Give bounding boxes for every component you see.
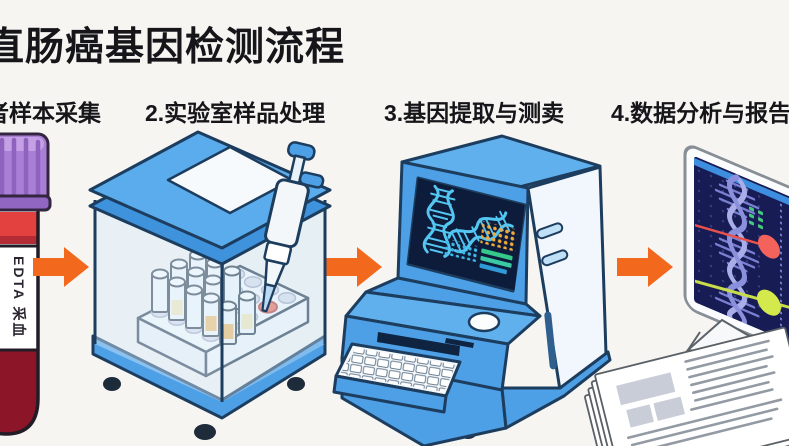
tube-outline bbox=[0, 204, 40, 436]
tube-label-text: EDTA 采血 bbox=[11, 256, 27, 338]
monitor-screen bbox=[694, 155, 789, 359]
chamber-foot bbox=[287, 377, 305, 391]
flow-arrow-2 bbox=[326, 247, 382, 287]
screen-bars bbox=[479, 248, 513, 275]
sample-tubes bbox=[151, 249, 256, 345]
step-4-label: 4.数据分析与报告 bbox=[611, 100, 789, 126]
step-2-label: 2.实验室样品处理 bbox=[145, 100, 326, 126]
step-1-label: 者样本采集 bbox=[0, 100, 101, 126]
orange-dot-matrix bbox=[480, 220, 518, 252]
pipette bbox=[261, 141, 325, 313]
power-button bbox=[467, 311, 501, 333]
chamber-foot bbox=[194, 424, 216, 440]
sequencer-screen-content bbox=[407, 178, 525, 291]
chamber-foot bbox=[103, 377, 121, 391]
red-variant-dot bbox=[758, 234, 780, 259]
green-markers bbox=[749, 206, 763, 230]
step-3-label: 3.基因提取与测卖 bbox=[384, 100, 565, 126]
blood-bottom bbox=[0, 350, 38, 434]
report-papers bbox=[584, 326, 789, 446]
red-threshold-line bbox=[694, 223, 770, 248]
report-monitor bbox=[683, 145, 789, 370]
paper-output-slot bbox=[377, 332, 460, 356]
sequencer-side-panel bbox=[526, 165, 608, 392]
pipette-tip bbox=[261, 283, 277, 313]
flow-arrow-3 bbox=[617, 247, 673, 287]
front-dash-slot bbox=[445, 338, 474, 348]
screen-top-bar bbox=[694, 157, 789, 222]
report-top-sheet bbox=[594, 326, 789, 446]
flow-arrow-1 bbox=[33, 247, 89, 287]
blood-tube: EDTA 采血 bbox=[0, 132, 52, 436]
page-title: 直肠癌基因检测流程 bbox=[0, 26, 346, 69]
yellow-variant-dot bbox=[757, 289, 781, 316]
sequencer-machine bbox=[332, 134, 612, 446]
tube-label bbox=[0, 244, 40, 352]
report-content bbox=[616, 339, 783, 446]
side-slot bbox=[536, 222, 564, 240]
side-slot bbox=[541, 249, 569, 267]
cyan-dot-matrix bbox=[443, 237, 478, 263]
tube-cap bbox=[0, 132, 52, 212]
lab-chamber bbox=[88, 130, 332, 440]
sequencer-keyboard bbox=[332, 342, 462, 414]
yellow-threshold-line bbox=[694, 279, 789, 317]
side-groove bbox=[544, 311, 557, 370]
